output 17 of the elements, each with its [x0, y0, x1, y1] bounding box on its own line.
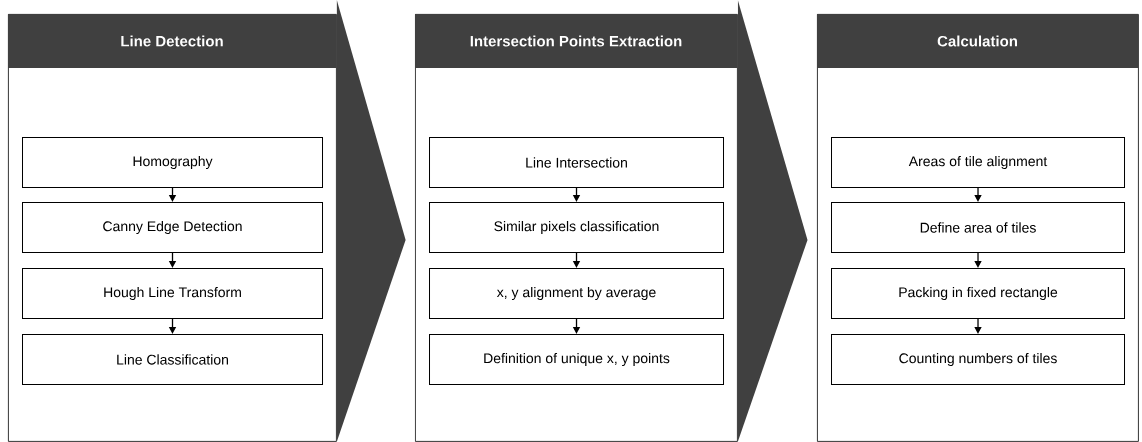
process-box: Hough Line Transform — [22, 268, 323, 319]
chevron-arrow — [737, 0, 808, 442]
process-box: Define area of tiles — [831, 202, 1125, 253]
arrow — [974, 187, 982, 202]
chevron-arrow — [336, 0, 406, 442]
arrow — [974, 318, 982, 334]
arrow — [974, 252, 982, 268]
process-box: Canny Edge Detection — [22, 202, 323, 253]
process-box: Homography — [22, 137, 323, 188]
process-box: Counting numbers of tiles — [831, 334, 1125, 385]
process-box: x, y alignment by average — [429, 268, 724, 319]
process-box: Line Classification — [22, 334, 323, 385]
process-box: Areas of tile alignment — [831, 137, 1125, 188]
process-box: Line Intersection — [429, 137, 724, 188]
process-box: Similar pixels classification — [429, 202, 724, 253]
process-box: Packing in fixed rectangle — [831, 268, 1125, 319]
process-box: Definition of unique x, y points — [429, 334, 724, 385]
